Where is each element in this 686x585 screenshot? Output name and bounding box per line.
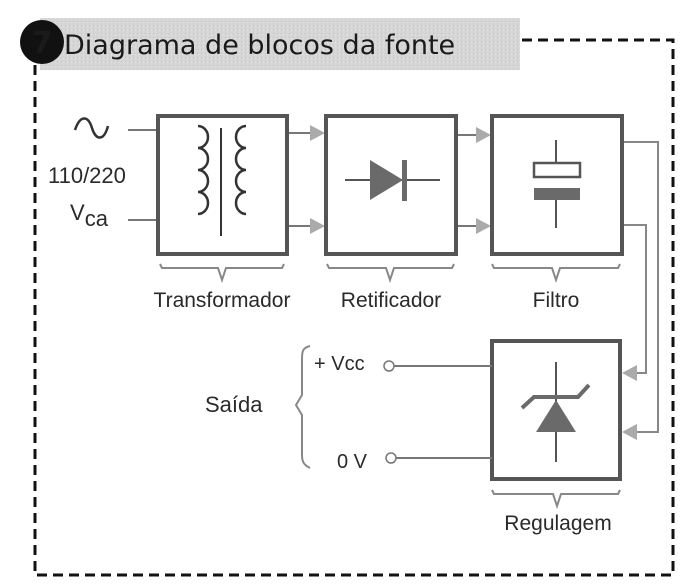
input-unit: Vca <box>70 200 109 231</box>
output-brace <box>294 345 311 469</box>
arrow-icon <box>476 127 491 143</box>
connector-rectifier-filter <box>458 127 491 234</box>
filter-box <box>490 114 624 256</box>
arrow-icon <box>310 218 325 234</box>
ac-wave-icon <box>73 117 110 139</box>
output-ground-label: 0 V <box>337 451 368 473</box>
transformer-icon <box>197 124 247 236</box>
title-background <box>40 18 520 70</box>
output-positive-label: + Vcc <box>314 353 365 375</box>
dashed-frame <box>33 38 675 577</box>
transformer-box <box>156 114 289 256</box>
filter-block: Filtro <box>490 114 624 312</box>
zener-diode-icon <box>520 362 591 462</box>
page-title: Diagrama de blocos da fonte <box>64 30 455 61</box>
title-bar: 7 Diagrama de blocos da fonte <box>20 18 520 70</box>
positive-terminal <box>383 360 395 372</box>
input-source: 110/220 Vca <box>48 117 157 231</box>
regulator-block: Regulagem <box>490 339 622 535</box>
ground-terminal <box>385 452 397 464</box>
filter-brace <box>491 263 621 284</box>
rectifier-label: Retificador <box>341 289 441 312</box>
output-label: Saída <box>205 392 263 417</box>
output-section: Saída + Vcc 0 V <box>205 345 492 473</box>
arrow-icon <box>310 125 325 141</box>
capacitor-icon <box>532 140 582 228</box>
transformer-brace <box>159 263 285 284</box>
regulator-label: Regulagem <box>504 512 611 535</box>
rectifier-brace <box>326 263 455 284</box>
arrow-icon <box>476 218 491 234</box>
input-voltage: 110/220 <box>48 163 126 188</box>
connector-filter-regulator <box>624 141 659 433</box>
arrow-icon <box>622 365 637 381</box>
regulator-brace <box>491 489 621 510</box>
connector-transformer-rectifier <box>289 125 325 234</box>
transformer-label: Transformador <box>154 289 291 312</box>
figure-number-badge <box>20 20 64 64</box>
arrow-icon <box>622 424 637 440</box>
rectifier-block: Retificador <box>324 114 458 312</box>
figure-number: 7 <box>32 26 53 61</box>
filter-label: Filtro <box>533 289 580 312</box>
transformer-block: Transformador <box>154 114 291 312</box>
diode-icon <box>345 160 440 201</box>
